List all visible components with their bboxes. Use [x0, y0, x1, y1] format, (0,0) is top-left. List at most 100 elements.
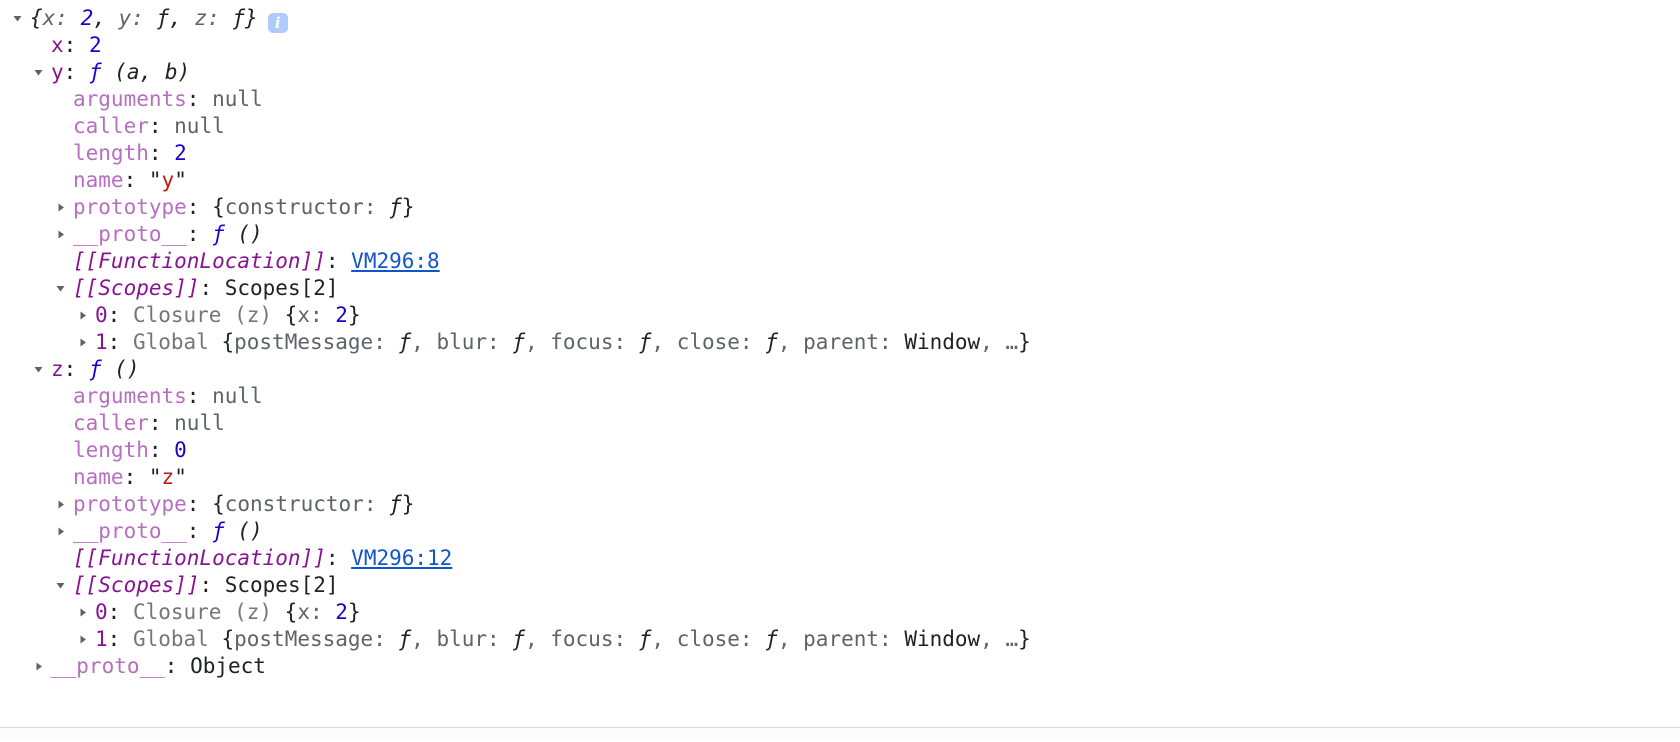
expand-triangle-icon[interactable]: [77, 626, 95, 653]
token-text: {: [221, 627, 235, 651]
console-tree-row: x: 2: [0, 32, 1680, 59]
console-tree-row[interactable]: {x: 2, y: ƒ, z: ƒ}i: [0, 5, 1680, 33]
number-value: 2: [335, 600, 348, 624]
function-marker: ƒ: [212, 519, 225, 543]
preview-text: ,: [169, 6, 195, 30]
source-location-link[interactable]: VM296:12: [351, 546, 453, 570]
token-text: :: [148, 114, 175, 138]
preview-text: constructor: [224, 195, 364, 219]
token-text: }: [401, 195, 415, 219]
preview-text: , focus:: [524, 330, 639, 354]
console-tree-row[interactable]: 1: Global {postMessage: ƒ, blur: ƒ, focu…: [0, 329, 1680, 356]
collapse-triangle-icon[interactable]: [33, 356, 51, 383]
token-text: :: [199, 573, 225, 597]
console-tree-row: caller: null: [0, 113, 1680, 140]
expand-triangle-icon[interactable]: [77, 302, 95, 329]
collapse-triangle-icon[interactable]: [55, 275, 73, 302]
token-text: :: [123, 465, 149, 489]
expand-triangle-icon[interactable]: [77, 599, 95, 626]
preview-text: null: [212, 384, 263, 408]
number-value: 2: [80, 6, 94, 30]
console-tree-row[interactable]: 0: Closure (z) {x: 2}: [0, 599, 1680, 626]
preview-text: null: [174, 114, 225, 138]
function-marker: ƒ: [398, 330, 412, 354]
token-text: :: [63, 60, 89, 84]
expand-triangle-icon[interactable]: [55, 491, 73, 518]
collapse-triangle-icon[interactable]: [33, 59, 51, 86]
object-class-name: Global: [132, 330, 222, 354]
preview-text: :: [363, 195, 390, 219]
preview-text: , parent:: [777, 330, 905, 354]
token-text: {: [284, 600, 298, 624]
console-tree-row[interactable]: y: ƒ (a, b): [0, 59, 1680, 86]
number-value: 2: [335, 303, 348, 327]
expand-triangle-icon[interactable]: [55, 221, 73, 248]
token-text: :: [186, 222, 213, 246]
console-tree-row: [[FunctionLocation]]: VM296:12: [0, 545, 1680, 572]
console-tree-row[interactable]: [[Scopes]]: Scopes[2]: [0, 275, 1680, 302]
console-tree-row[interactable]: __proto__: Object: [0, 653, 1680, 680]
object-class-name: Closure (z): [132, 303, 285, 327]
token-text: ": [148, 168, 162, 192]
console-tree-row: length: 2: [0, 140, 1680, 167]
console-tree-row[interactable]: 0: Closure (z) {x: 2}: [0, 302, 1680, 329]
console-tree-row[interactable]: 1: Global {postMessage: ƒ, blur: ƒ, focu…: [0, 626, 1680, 653]
property-name: z: [51, 357, 64, 381]
expand-triangle-icon[interactable]: [55, 518, 73, 545]
function-marker: ƒ: [638, 627, 652, 651]
token-text: :: [107, 303, 133, 327]
preview-text: y:: [118, 6, 157, 30]
preview-text: (): [224, 222, 263, 246]
function-marker: ƒ: [156, 6, 170, 30]
console-next-row-area[interactable]: [0, 728, 1680, 741]
console-tree-row: name: "y": [0, 167, 1680, 194]
token-text: }: [1018, 627, 1031, 651]
token-text: ": [174, 465, 187, 489]
preview-text: :: [363, 492, 390, 516]
property-name: 0: [95, 303, 108, 327]
property-name: name: [73, 465, 124, 489]
string-value: y: [161, 168, 175, 192]
expand-triangle-icon[interactable]: [55, 194, 73, 221]
property-name: x: [51, 33, 64, 57]
source-location-link[interactable]: VM296:8: [351, 249, 440, 273]
console-tree-row[interactable]: [[Scopes]]: Scopes[2]: [0, 572, 1680, 599]
token-text: {: [284, 303, 298, 327]
internal-property-name: [[FunctionLocation]]: [73, 249, 326, 273]
collapse-triangle-icon[interactable]: [55, 572, 73, 599]
preview-text: , blur:: [411, 627, 513, 651]
expand-triangle-icon[interactable]: [77, 329, 95, 356]
token-text: :: [164, 654, 191, 678]
console-tree-row[interactable]: __proto__: ƒ (): [0, 221, 1680, 248]
collapse-triangle-icon[interactable]: [12, 5, 30, 32]
property-name: __proto__: [51, 654, 165, 678]
number-value: 2: [174, 141, 187, 165]
console-tree-row[interactable]: prototype: {constructor: ƒ}: [0, 491, 1680, 518]
token-text: ": [174, 168, 187, 192]
token-text: :: [123, 168, 149, 192]
function-marker: ƒ: [88, 357, 102, 381]
function-marker: ƒ: [512, 627, 525, 651]
preview-text: (): [101, 357, 140, 381]
preview-text: postMessage:: [234, 330, 399, 354]
function-marker: ƒ: [389, 195, 402, 219]
preview-text: constructor: [224, 492, 364, 516]
preview-text: , …: [980, 330, 1019, 354]
preview-text: , close:: [651, 330, 766, 354]
number-value: 0: [174, 438, 187, 462]
token-text: Window: [904, 330, 981, 354]
preview-text: null: [212, 87, 263, 111]
number-value: 2: [88, 33, 102, 57]
preview-text: :: [309, 303, 336, 327]
expand-triangle-icon[interactable]: [33, 653, 51, 680]
console-tree-row[interactable]: __proto__: ƒ (): [0, 518, 1680, 545]
token-text: :: [63, 33, 89, 57]
token-text: }: [347, 600, 361, 624]
token-text: :: [63, 357, 89, 381]
console-tree-row[interactable]: z: ƒ (): [0, 356, 1680, 383]
function-marker: ƒ: [389, 492, 402, 516]
console-tree-row[interactable]: prototype: {constructor: ƒ}: [0, 194, 1680, 221]
token-text: }: [347, 303, 361, 327]
console-tree-row: length: 0: [0, 437, 1680, 464]
function-marker: ƒ: [638, 330, 652, 354]
